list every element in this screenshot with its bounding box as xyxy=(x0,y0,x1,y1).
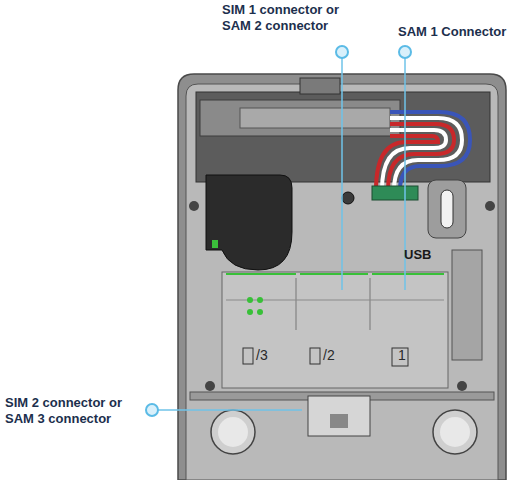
sim-icon xyxy=(243,348,253,364)
button-cap xyxy=(218,417,248,447)
leader-dot xyxy=(146,46,411,416)
bottom-connector-latch xyxy=(330,414,348,428)
callout-label: SIM 1 connector or SAM 2 connector xyxy=(222,2,352,35)
button-cap xyxy=(440,417,470,447)
button xyxy=(433,410,477,454)
callout-label: SIM 2 connector or SAM 3 connector xyxy=(5,395,141,428)
battery-contact xyxy=(240,108,390,128)
port-marking: USB xyxy=(404,247,431,263)
contact-dots xyxy=(247,297,263,315)
speaker-module xyxy=(206,175,292,270)
slot-number: /2 xyxy=(323,347,335,365)
screw xyxy=(457,381,467,391)
slot-divider xyxy=(370,278,371,330)
led xyxy=(212,240,218,248)
slot-edge xyxy=(300,273,368,275)
cable-connector xyxy=(372,186,418,200)
ribbon-cable xyxy=(376,112,470,190)
battery-slot xyxy=(200,100,400,136)
usb-port-frame xyxy=(428,180,466,238)
slot-divider xyxy=(296,278,297,330)
latch xyxy=(300,78,340,94)
leader-line xyxy=(152,409,302,411)
button xyxy=(211,410,255,454)
slot-number: 1 xyxy=(398,347,406,365)
sim-icon xyxy=(310,348,320,364)
screw xyxy=(205,381,215,391)
bottom-connector xyxy=(308,396,370,436)
leader-line xyxy=(341,52,343,290)
screw xyxy=(485,201,495,211)
callout-label: SAM 1 Connector xyxy=(398,24,506,40)
card-slot-area xyxy=(222,272,448,388)
screw xyxy=(189,201,199,211)
slot-number: /3 xyxy=(256,347,268,365)
side-rail xyxy=(452,250,482,360)
slot-edge xyxy=(226,273,296,275)
screw xyxy=(342,192,354,204)
usb-c-port xyxy=(441,190,453,228)
sam-icon xyxy=(392,348,408,366)
slot-edge xyxy=(372,273,444,275)
